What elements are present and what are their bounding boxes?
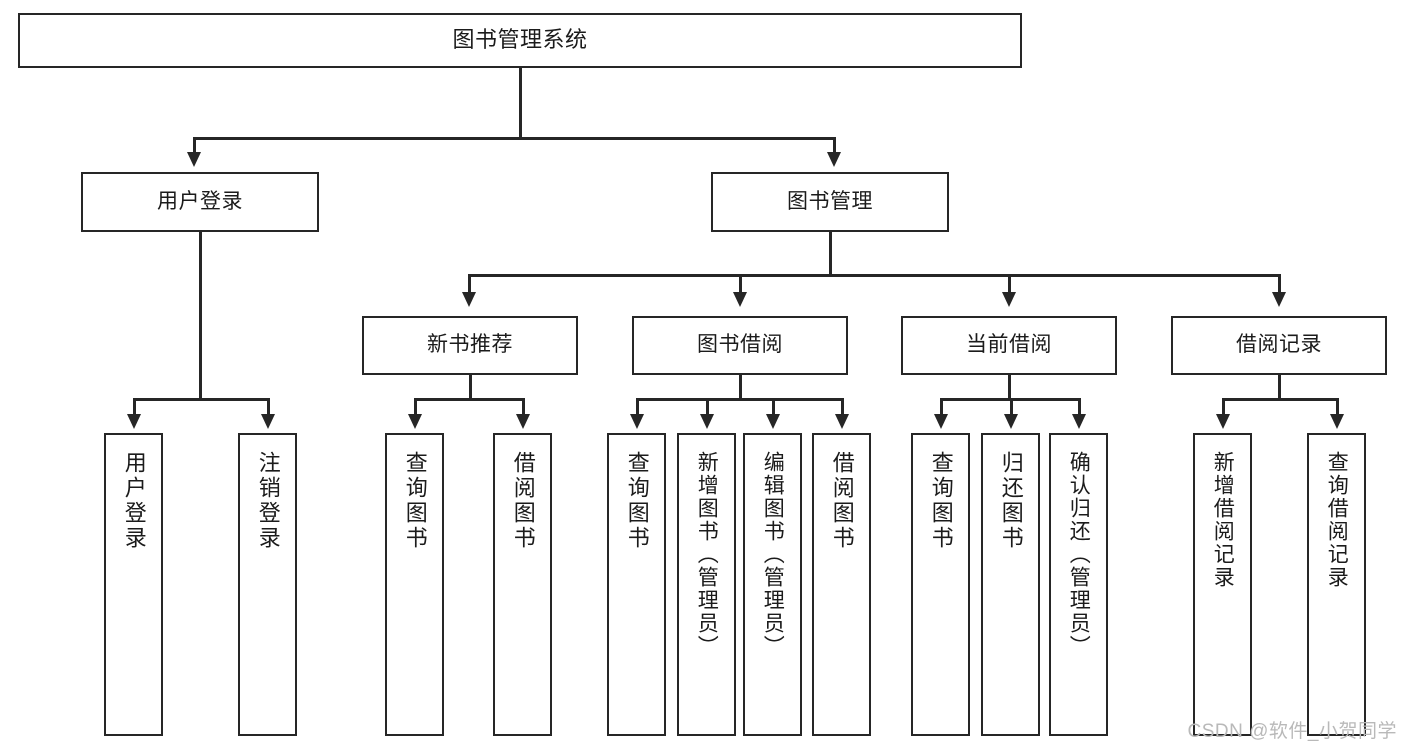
connector-book-manage-drop-2 (739, 274, 742, 294)
arrow-current-leaf-2 (1004, 414, 1018, 429)
arrow-borrow-leaf-3 (766, 414, 780, 429)
arrow-user-login-leaf-1 (127, 414, 141, 429)
connector-root-stem (519, 68, 522, 139)
arrow-record-leaf-2 (1330, 414, 1344, 429)
arrow-root-to-user-login (187, 152, 201, 167)
connector-borrow-drop-1 (636, 398, 639, 416)
leaf-recommend-query-book[interactable]: 查询图书 (385, 433, 444, 736)
connector-book-manage-drop-4 (1278, 274, 1281, 294)
leaf-current-query-book[interactable]: 查询图书 (911, 433, 970, 736)
connector-recommend-drop-1 (414, 398, 417, 416)
connector-recommend-bus (414, 398, 524, 401)
connector-record-drop-2 (1336, 398, 1339, 416)
leaf-borrow-edit-book-admin[interactable]: 编辑图书（管理员） (743, 433, 802, 736)
node-current-borrow[interactable]: 当前借阅 (901, 316, 1117, 375)
node-label: 新书推荐 (427, 333, 513, 357)
leaf-borrow-query-book[interactable]: 查询图书 (607, 433, 666, 736)
arrow-borrow-leaf-1 (630, 414, 644, 429)
arrow-borrow-leaf-4 (835, 414, 849, 429)
node-label: 查询借阅记录 (1325, 451, 1349, 589)
arrow-record-leaf-1 (1216, 414, 1230, 429)
leaf-current-confirm-return-admin[interactable]: 确认归还（管理员） (1049, 433, 1108, 736)
node-label: 用户登录 (157, 189, 243, 213)
node-label: 确认归还（管理员） (1067, 451, 1091, 658)
node-borrow-record[interactable]: 借阅记录 (1171, 316, 1387, 375)
connector-borrow-drop-4 (841, 398, 844, 416)
connector-borrow-drop-3 (772, 398, 775, 416)
arrow-book-manage-child-4 (1272, 292, 1286, 307)
node-label: 查询图书 (928, 451, 954, 551)
node-label: 借阅记录 (1236, 333, 1322, 357)
connector-current-drop-1 (940, 398, 943, 416)
node-label: 借阅图书 (829, 451, 855, 551)
node-label: 编辑图书（管理员） (761, 451, 785, 658)
connector-record-drop-1 (1222, 398, 1225, 416)
arrow-recommend-leaf-2 (516, 414, 530, 429)
leaf-record-query-record[interactable]: 查询借阅记录 (1307, 433, 1366, 736)
connector-book-manage-drop-3 (1008, 274, 1011, 294)
connector-record-stem (1278, 375, 1281, 400)
arrow-book-manage-child-2 (733, 292, 747, 307)
node-root-system[interactable]: 图书管理系统 (18, 13, 1022, 68)
node-label: 当前借阅 (966, 333, 1052, 357)
node-label: 注销登录 (255, 451, 281, 551)
node-label: 查询图书 (624, 451, 650, 551)
connector-book-manage-drop-1 (468, 274, 471, 294)
node-label: 图书借阅 (697, 333, 783, 357)
node-label: 用户登录 (121, 451, 147, 551)
connector-user-login-bus (133, 398, 267, 401)
leaf-borrow-borrow-book[interactable]: 借阅图书 (812, 433, 871, 736)
connector-borrow-stem (739, 375, 742, 400)
leaf-user-login[interactable]: 用户登录 (104, 433, 163, 736)
connector-borrow-drop-2 (706, 398, 709, 416)
leaf-current-return-book[interactable]: 归还图书 (981, 433, 1040, 736)
connector-root-bus (193, 137, 835, 140)
node-user-login[interactable]: 用户登录 (81, 172, 319, 232)
leaf-recommend-borrow-book[interactable]: 借阅图书 (493, 433, 552, 736)
node-book-management[interactable]: 图书管理 (711, 172, 949, 232)
arrow-root-to-book-manage (827, 152, 841, 167)
connector-current-stem (1008, 375, 1011, 400)
connector-root-to-book-manage (833, 137, 836, 154)
connector-current-drop-3 (1078, 398, 1081, 416)
node-label: 新增借阅记录 (1211, 451, 1235, 589)
leaf-logout[interactable]: 注销登录 (238, 433, 297, 736)
node-label: 归还图书 (998, 451, 1024, 551)
connector-root-to-user-login (193, 137, 196, 154)
arrow-book-manage-child-3 (1002, 292, 1016, 307)
connector-book-manage-stem (829, 232, 832, 276)
leaf-borrow-add-book-admin[interactable]: 新增图书（管理员） (677, 433, 736, 736)
arrow-borrow-leaf-2 (700, 414, 714, 429)
connector-recommend-stem (469, 375, 472, 400)
connector-book-manage-bus (468, 274, 1280, 277)
arrow-user-login-leaf-2 (261, 414, 275, 429)
connector-borrow-bus (636, 398, 844, 401)
node-label: 新增图书（管理员） (695, 451, 719, 658)
node-new-book-recommend[interactable]: 新书推荐 (362, 316, 578, 375)
connector-user-login-drop-1 (133, 398, 136, 416)
connector-record-bus (1222, 398, 1338, 401)
connector-user-login-drop-2 (267, 398, 270, 416)
connector-current-drop-2 (1010, 398, 1013, 416)
arrow-recommend-leaf-1 (408, 414, 422, 429)
connector-user-login-stem (199, 232, 202, 400)
arrow-current-leaf-1 (934, 414, 948, 429)
node-book-borrow[interactable]: 图书借阅 (632, 316, 848, 375)
node-label: 借阅图书 (510, 451, 536, 551)
node-label: 图书管理系统 (452, 27, 588, 53)
connector-recommend-drop-2 (522, 398, 525, 416)
arrow-book-manage-child-1 (462, 292, 476, 307)
arrow-current-leaf-3 (1072, 414, 1086, 429)
node-label: 查询图书 (402, 451, 428, 551)
leaf-record-add-record[interactable]: 新增借阅记录 (1193, 433, 1252, 736)
node-label: 图书管理 (787, 189, 873, 213)
watermark-text: CSDN @软件_小贺同学 (1187, 721, 1397, 742)
